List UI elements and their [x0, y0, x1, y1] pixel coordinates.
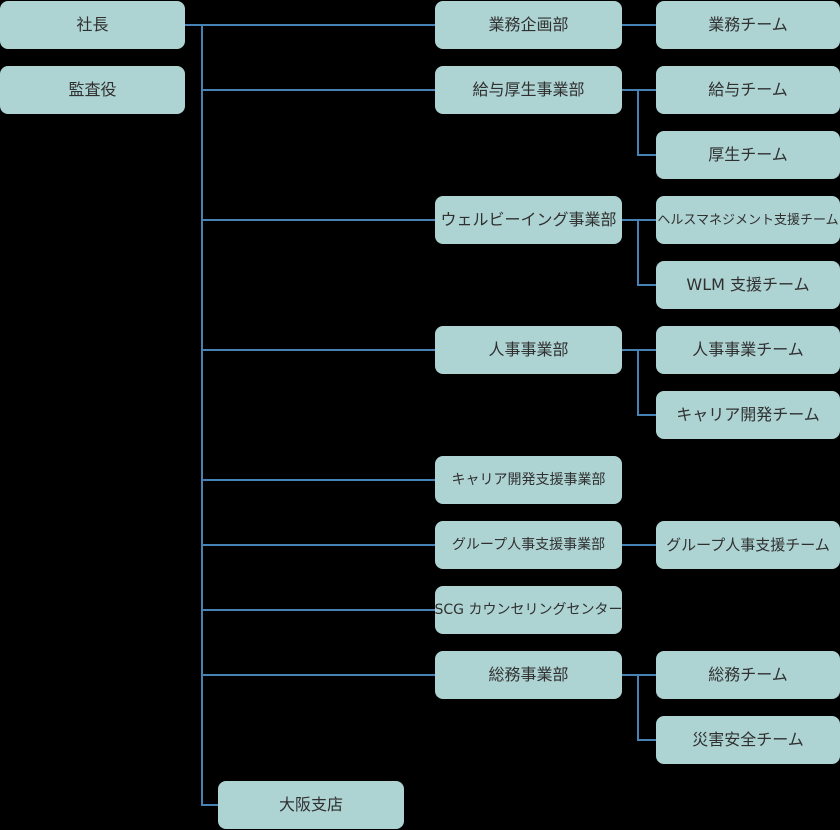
connector-trunk-to-wellbeing — [203, 219, 435, 221]
node-team-health-management-support: ヘルスマネジメント支援チーム — [656, 196, 840, 244]
node-team-disaster-safety: 災害安全チーム — [656, 716, 840, 764]
connector-trunk-to-general-affairs — [203, 674, 435, 676]
node-team-career-development: キャリア開発チーム — [656, 391, 840, 439]
connector-general-affairs-drop — [637, 674, 639, 741]
node-dept-wellbeing: ウェルビーイング事業部 — [435, 196, 622, 244]
node-team-business: 業務チーム — [656, 1, 840, 49]
connector-trunk — [201, 24, 203, 806]
connector-trunk-to-scg-counseling — [203, 609, 435, 611]
node-team-general-affairs: 総務チーム — [656, 651, 840, 699]
node-team-payroll: 給与チーム — [656, 66, 840, 114]
connector-payroll-welfare-out — [622, 89, 656, 91]
connector-hr-drop — [637, 349, 639, 416]
node-president: 社長 — [0, 1, 185, 49]
node-dept-general-affairs: 総務事業部 — [435, 651, 622, 699]
node-dept-career-development-support: キャリア開発支援事業部 — [435, 456, 622, 504]
node-dept-business-planning: 業務企画部 — [435, 1, 622, 49]
connector-hr-out — [622, 349, 656, 351]
connector-payroll-welfare-drop — [637, 89, 639, 156]
connector-wellbeing-drop — [637, 219, 639, 286]
connector-president-to-business-planning — [185, 24, 435, 26]
connector-trunk-to-hr — [203, 349, 435, 351]
connector-group-hr-support-to-team — [622, 544, 656, 546]
node-branch-osaka: 大阪支店 — [218, 781, 404, 829]
node-dept-scg-counseling-center: SCG カウンセリングセンター — [435, 586, 622, 634]
connector-to-wlm-support-team — [637, 284, 656, 286]
connector-business-planning-to-team — [622, 24, 656, 26]
node-team-hr-business: 人事事業チーム — [656, 326, 840, 374]
connector-trunk-to-career-development-support — [203, 479, 435, 481]
node-dept-hr: 人事事業部 — [435, 326, 622, 374]
node-team-group-hr-support: グループ人事支援チーム — [656, 521, 840, 569]
connector-trunk-to-osaka-branch — [203, 804, 218, 806]
connector-trunk-to-payroll-welfare — [203, 89, 435, 91]
node-auditor: 監査役 — [0, 66, 185, 114]
connector-trunk-to-group-hr-support — [203, 544, 435, 546]
node-dept-group-hr-support: グループ人事支援事業部 — [435, 521, 622, 569]
connector-general-affairs-out — [622, 674, 656, 676]
node-team-welfare: 厚生チーム — [656, 131, 840, 179]
node-dept-payroll-welfare: 給与厚生事業部 — [435, 66, 622, 114]
connector-to-career-development-team — [637, 414, 656, 416]
connector-wellbeing-out — [622, 219, 656, 221]
connector-to-welfare-team — [637, 154, 656, 156]
node-team-wlm-support: WLM 支援チーム — [656, 261, 840, 309]
connector-to-disaster-safety-team — [637, 739, 656, 741]
